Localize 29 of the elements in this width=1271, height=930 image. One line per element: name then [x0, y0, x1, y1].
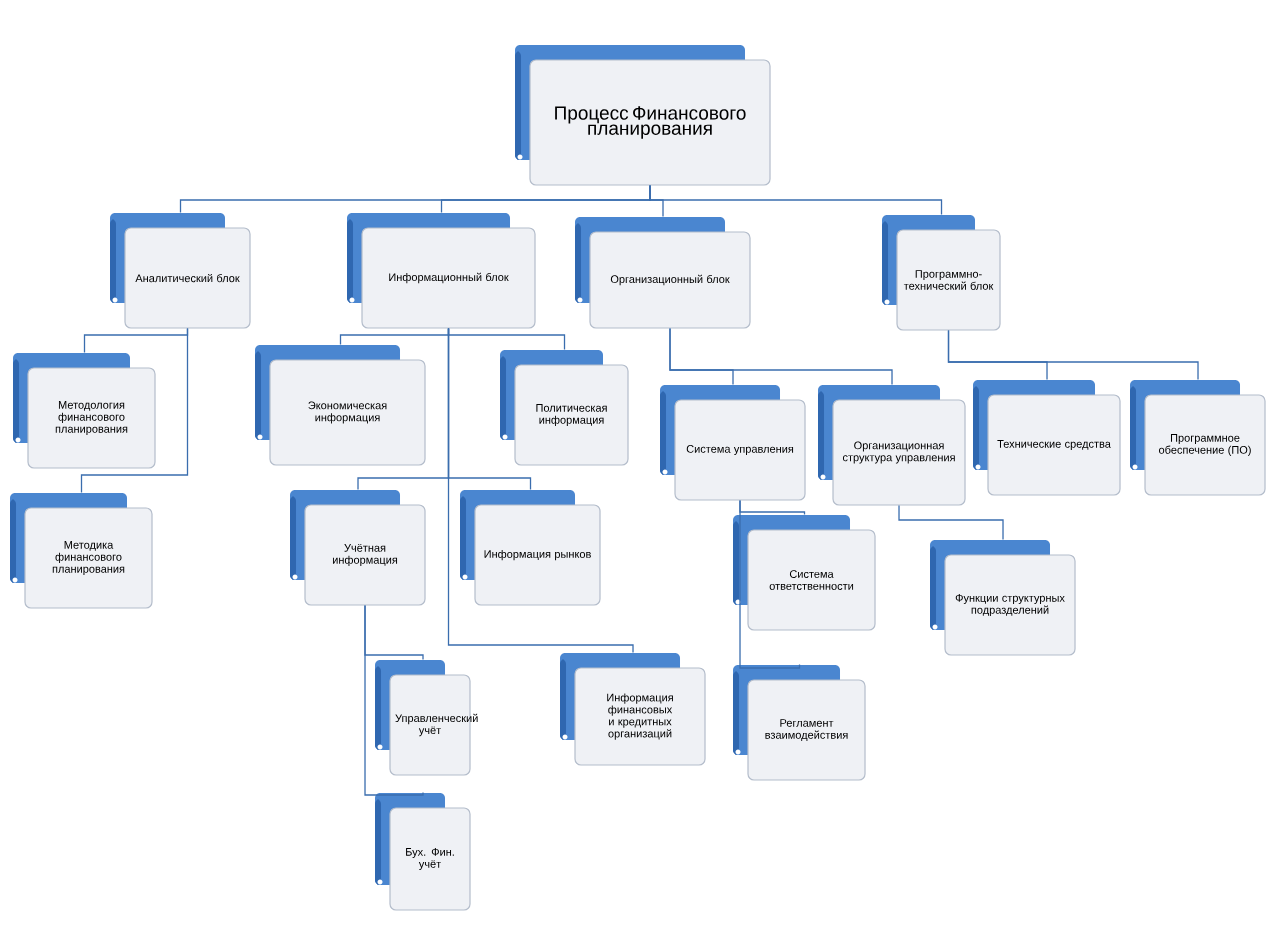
- category-box: Регламент взаимодействия: [733, 665, 866, 781]
- connector-line: [947, 329, 1199, 381]
- category-box: Управленческий учёт: [375, 660, 478, 776]
- category-box: Методика финансового планирования: [10, 493, 153, 609]
- connector-line: [649, 184, 943, 216]
- category-box: Политическая информация: [500, 350, 629, 466]
- category-box: Информация рынков: [460, 490, 601, 606]
- category-box: Организационная структура управления: [818, 385, 966, 506]
- connector-line: [739, 499, 801, 669]
- category-box: Технические средства: [973, 380, 1121, 496]
- category-box: Аналитический блок: [110, 213, 251, 329]
- category-box: Экономическая информация: [255, 345, 426, 466]
- category-box: Информационный блок: [347, 213, 536, 329]
- connector-line: [80, 327, 189, 494]
- connector-line: [669, 327, 893, 386]
- category-box: Система ответственности: [733, 515, 876, 631]
- category-box: Учётная информация: [290, 490, 426, 606]
- category-box: Методология финансового планирования: [13, 353, 156, 469]
- connector-line: [364, 604, 424, 796]
- category-box: Организационный блок: [575, 217, 751, 329]
- title-box: Процесс Финансового планирования: [515, 45, 771, 186]
- category-box: Функции структурных подразделений: [930, 540, 1076, 656]
- category-box: Бух. Фин. учёт: [375, 793, 471, 911]
- category-box: Информация финансовых и кредитных организаций: [560, 653, 706, 766]
- connector-line: [447, 327, 634, 654]
- connector-line: [898, 504, 1004, 541]
- category-box: Программно-технический блок: [882, 215, 1001, 331]
- category-box: Программное обеспечение (ПО): [1130, 380, 1266, 496]
- category-box: Система управления: [660, 385, 806, 501]
